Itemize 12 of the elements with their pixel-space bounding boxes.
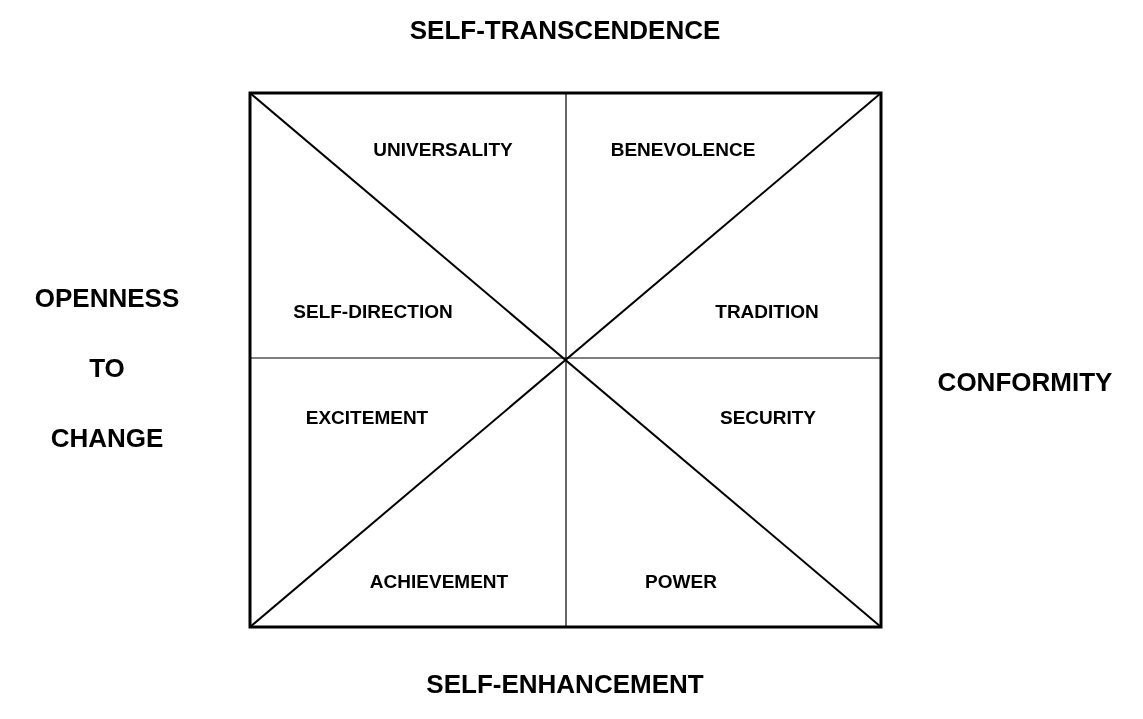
axis-label: OPENNESS TO CHANGE bbox=[34, 282, 180, 455]
value-label: BENEVOLENCE bbox=[610, 139, 756, 161]
value-label: TRADITION bbox=[715, 301, 819, 323]
value-label: SECURITY bbox=[719, 407, 817, 429]
value-label: SELF-DIRECTION bbox=[293, 301, 453, 323]
axis-label: CONFORMITY bbox=[937, 366, 1113, 398]
value-label: POWER bbox=[645, 571, 717, 593]
axis-label: SELF-TRANSCENDENCE bbox=[409, 14, 721, 46]
value-label: ACHIEVEMENT bbox=[369, 571, 509, 593]
axis-label: SELF-ENHANCEMENT bbox=[426, 668, 704, 700]
value-label: UNIVERSALITY bbox=[373, 139, 513, 161]
value-label: EXCITEMENT bbox=[305, 407, 429, 429]
